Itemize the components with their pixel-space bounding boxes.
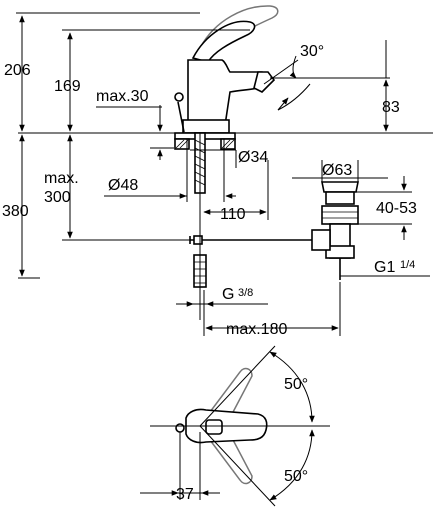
- waste-body-top: [325, 191, 355, 205]
- dim-thread-g38-frac: 3/8: [238, 287, 253, 299]
- plan-lever: [205, 419, 223, 435]
- faucet-base: [182, 119, 230, 134]
- plan-pull-rod: [175, 423, 185, 433]
- arc-top: [269, 351, 315, 423]
- faucet-side-view: [174, 5, 279, 134]
- hatch-block-right: [220, 138, 236, 150]
- lever-handle: [191, 20, 256, 63]
- dim-thread-g1: G1: [374, 259, 395, 276]
- dim-thread-g38: G: [222, 286, 234, 303]
- arc-bottom: [269, 429, 315, 501]
- faucet-plan-view: [150, 345, 330, 507]
- dim-37: [140, 432, 220, 500]
- dim-169: [62, 29, 250, 132]
- waste-flange: [321, 181, 359, 193]
- dim-thread-g1-frac: 1/4: [400, 259, 415, 271]
- dim-spout-angle-text: 30°: [300, 43, 324, 60]
- dim-110: [203, 160, 269, 220]
- hatch-block-left: [174, 138, 190, 150]
- dim-max-180-text: max.180: [226, 321, 287, 338]
- pop-up-waste: [311, 181, 359, 280]
- dim-spout-height: 169: [54, 78, 81, 95]
- dim-spout-projection: 83: [382, 99, 400, 116]
- dim-offset-110: 110: [220, 206, 246, 223]
- waste-lever-housing: [311, 229, 331, 251]
- dim-base-diameter: Ø48: [108, 177, 138, 194]
- dim-max-below: 300: [44, 189, 71, 206]
- pull-rod-knob: [174, 92, 184, 102]
- dim-waste-diameter: Ø63: [322, 162, 352, 179]
- dim-hole-diameter: Ø34: [238, 149, 268, 166]
- dim-206: [16, 12, 200, 132]
- waste-nut: [321, 205, 359, 225]
- pop-up-linkage: [189, 235, 320, 245]
- spout-tip: [253, 71, 276, 93]
- dim-max-300: [62, 134, 190, 241]
- dim-plan-width: 37: [176, 486, 194, 503]
- pull-rod: [177, 101, 185, 133]
- dim-40-53: [356, 176, 412, 240]
- dim-380: [18, 134, 40, 279]
- lever-rotated-down: [209, 437, 253, 485]
- dim-angle-bottom: 50°: [284, 468, 308, 485]
- lever-rotated-up: [209, 367, 253, 415]
- dim-max-180: [203, 282, 341, 336]
- dim-below-deck: 380: [2, 203, 29, 220]
- dim-max-label: max.: [44, 170, 79, 187]
- dim-spout-angle: [263, 55, 390, 85]
- dim-waste-range: 40-53: [376, 200, 417, 217]
- dim-angle-top: 50°: [284, 376, 308, 393]
- dim-max-deck: max.30: [96, 88, 149, 105]
- dim-total-height: 206: [4, 62, 31, 79]
